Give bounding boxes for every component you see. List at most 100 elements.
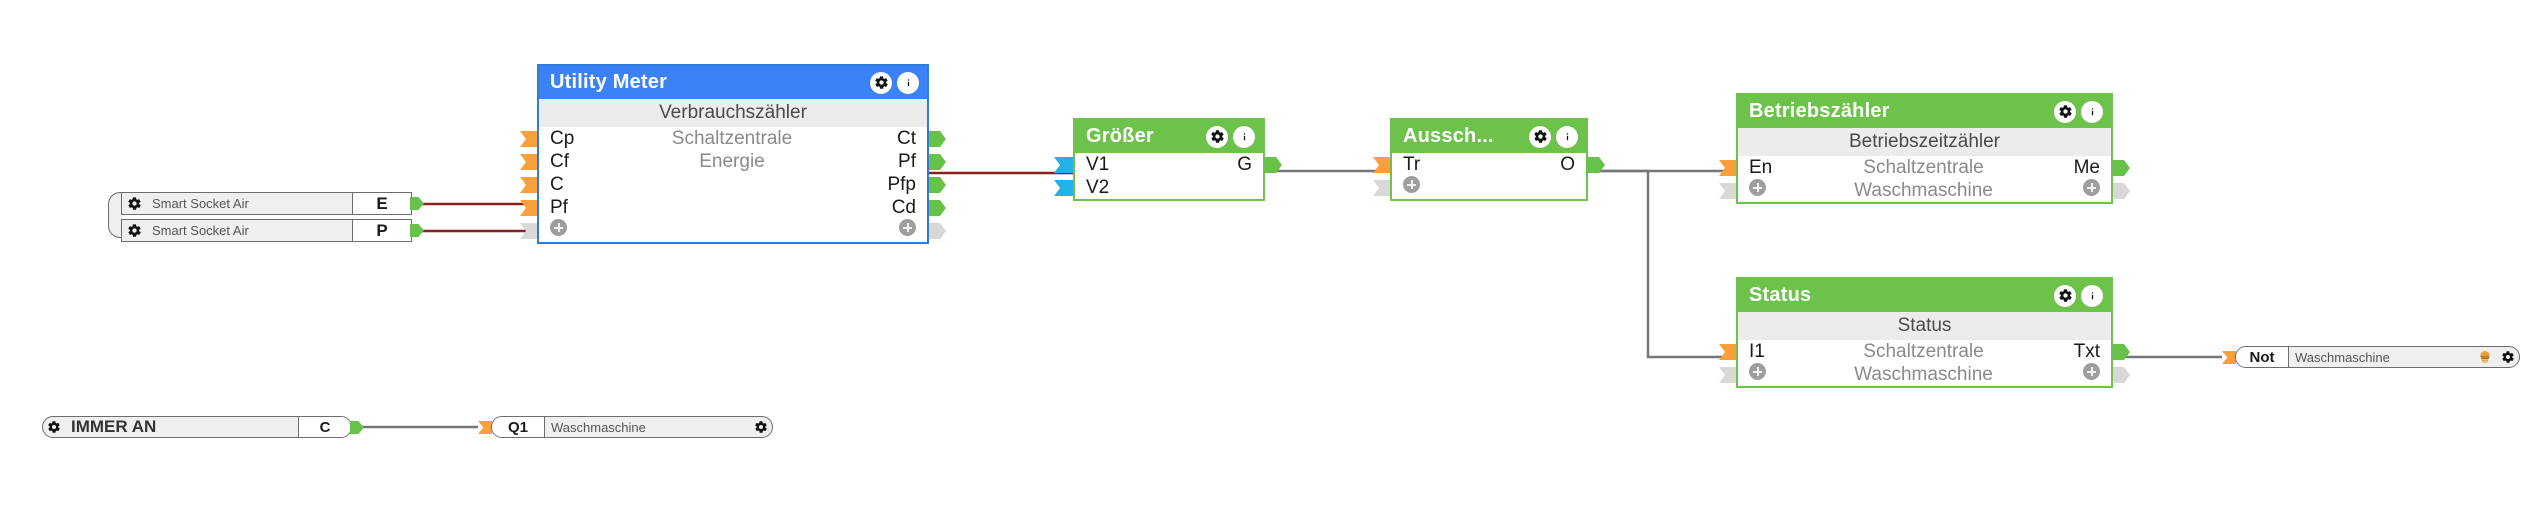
status-title: Status xyxy=(1749,284,1812,306)
info-icon[interactable] xyxy=(2081,100,2103,123)
input-port-i1[interactable] xyxy=(1719,344,1736,360)
row-en-me: En Schaltzentrale Me xyxy=(1719,156,2130,179)
groesser-title-bar[interactable]: Größer xyxy=(1075,120,1263,153)
input-label-v2: V2 xyxy=(1086,176,1110,198)
output-port-cd[interactable] xyxy=(929,200,946,216)
add-input-port[interactable] xyxy=(1719,367,1736,383)
input-port-cf[interactable] xyxy=(520,154,537,170)
add-input-port[interactable] xyxy=(1373,180,1390,196)
status-title-bar[interactable]: Status xyxy=(1738,279,2111,312)
socket-power-output-port[interactable] xyxy=(410,224,424,237)
plus-icon[interactable] xyxy=(1403,176,1420,193)
not-input-port[interactable] xyxy=(2222,351,2236,364)
utility-meter-mid-line-1: Schaltzentrale xyxy=(671,127,793,149)
gear-icon[interactable] xyxy=(1529,125,1551,148)
add-input-port[interactable] xyxy=(1719,183,1736,199)
input-label-v1: V1 xyxy=(1086,153,1110,175)
status-mid-line-1: Schaltzentrale xyxy=(1863,340,1984,362)
node-ausschaltverzoegerung[interactable]: Aussch... Tr O xyxy=(1373,118,1605,201)
info-icon[interactable] xyxy=(1233,125,1255,148)
socket-power-tag: P xyxy=(352,220,411,241)
input-port-v1[interactable] xyxy=(1054,157,1073,173)
output-label-txt: Txt xyxy=(2073,340,2100,362)
gear-icon[interactable] xyxy=(2054,284,2076,307)
node-utility-meter[interactable]: Utility Meter Verbrauchszähler Cp Schalt… xyxy=(520,64,946,244)
row-cf-pf: Cf Energie Pf xyxy=(520,150,946,173)
info-icon[interactable] xyxy=(1556,125,1578,148)
output-port-pfp[interactable] xyxy=(929,177,946,193)
add-input-port[interactable] xyxy=(520,223,537,239)
add-output-port[interactable] xyxy=(2113,183,2130,199)
input-port-tr[interactable] xyxy=(1373,157,1390,173)
add-output-port[interactable] xyxy=(2113,367,2130,383)
input-port-v2[interactable] xyxy=(1054,180,1073,196)
not-label: Waschmaschine xyxy=(2295,349,2390,365)
betriebszaehler-body: En Schaltzentrale Me Waschmaschine xyxy=(1719,156,2130,202)
lamp-icon[interactable] xyxy=(2473,349,2497,365)
plus-icon[interactable] xyxy=(1749,363,1766,380)
immer-an-label: IMMER AN xyxy=(71,417,157,436)
immer-an-tag: C xyxy=(298,417,351,437)
row-add: Waschmaschine xyxy=(1719,363,2130,386)
gear-icon[interactable] xyxy=(122,196,146,211)
output-port-pf[interactable] xyxy=(929,154,946,170)
node-smart-socket-air-energy[interactable]: Smart Socket Air E xyxy=(121,192,412,215)
gear-icon[interactable] xyxy=(2054,100,2076,123)
node-immer-an[interactable]: IMMER AN C xyxy=(42,416,352,438)
plus-icon[interactable] xyxy=(550,219,567,236)
node-q1[interactable]: Q1 Waschmaschine xyxy=(491,416,773,438)
input-label-i1: I1 xyxy=(1749,340,1765,362)
ausschalt-body: Tr O xyxy=(1373,153,1605,199)
input-port-en[interactable] xyxy=(1719,160,1736,176)
plus-icon[interactable] xyxy=(1749,179,1766,196)
status-body: I1 Schaltzentrale Txt Waschmaschine xyxy=(1719,340,2130,386)
gear-icon[interactable] xyxy=(870,71,892,94)
row-add xyxy=(1373,176,1586,199)
row-v2: V2 xyxy=(1054,176,1263,199)
row-add: Waschmaschine xyxy=(1719,179,2130,202)
input-label-cf: Cf xyxy=(550,150,569,172)
node-smart-socket-air-power[interactable]: Smart Socket Air P xyxy=(121,219,412,242)
betriebszaehler-mid-line-1: Schaltzentrale xyxy=(1863,156,1984,178)
output-label-o: O xyxy=(1560,153,1575,175)
betriebszaehler-title-bar[interactable]: Betriebszähler xyxy=(1738,95,2111,128)
gear-icon[interactable] xyxy=(2497,350,2519,364)
status-mid-line-2: Waschmaschine xyxy=(1854,363,1993,385)
plus-icon[interactable] xyxy=(899,219,916,236)
plus-icon[interactable] xyxy=(2083,363,2100,380)
output-label-cd: Cd xyxy=(891,196,916,218)
q1-label: Waschmaschine xyxy=(551,419,646,435)
info-icon[interactable] xyxy=(2081,284,2103,307)
output-port-me[interactable] xyxy=(2113,160,2130,176)
node-status[interactable]: Status Status I1 Schaltzentrale Txt Wasc… xyxy=(1719,277,2130,388)
input-label-c: C xyxy=(550,173,564,195)
info-icon[interactable] xyxy=(897,71,919,94)
node-betriebszaehler[interactable]: Betriebszähler Betriebszeitzähler En Sch… xyxy=(1719,93,2130,204)
input-port-pf[interactable] xyxy=(520,200,537,216)
socket-energy-output-port[interactable] xyxy=(410,197,424,210)
immer-an-output-port[interactable] xyxy=(350,421,364,434)
output-port-ct[interactable] xyxy=(929,131,946,147)
gear-icon[interactable] xyxy=(1206,125,1228,148)
q1-input-port[interactable] xyxy=(478,421,492,434)
add-output-port[interactable] xyxy=(929,223,946,239)
utility-meter-title: Utility Meter xyxy=(550,71,668,93)
plus-icon[interactable] xyxy=(2083,179,2100,196)
socket-energy-label: Smart Socket Air xyxy=(152,196,249,211)
gear-icon[interactable] xyxy=(750,420,772,434)
gear-icon[interactable] xyxy=(122,223,146,238)
input-port-cp[interactable] xyxy=(520,131,537,147)
node-groesser[interactable]: Größer V1 G V2 xyxy=(1054,118,1282,201)
utility-meter-mid-line-2: Energie xyxy=(699,150,765,172)
output-port-txt[interactable] xyxy=(2113,344,2130,360)
row-i1-txt: I1 Schaltzentrale Txt xyxy=(1719,340,2130,363)
output-port-g[interactable] xyxy=(1265,157,1282,173)
gear-icon[interactable] xyxy=(43,420,65,434)
node-not[interactable]: Not Waschmaschine xyxy=(2235,346,2520,368)
input-port-c[interactable] xyxy=(520,177,537,193)
ausschalt-title-bar[interactable]: Aussch... xyxy=(1392,120,1586,153)
row-v1-g: V1 G xyxy=(1054,153,1282,176)
utility-meter-title-bar[interactable]: Utility Meter xyxy=(539,66,927,99)
output-port-o[interactable] xyxy=(1588,157,1605,173)
